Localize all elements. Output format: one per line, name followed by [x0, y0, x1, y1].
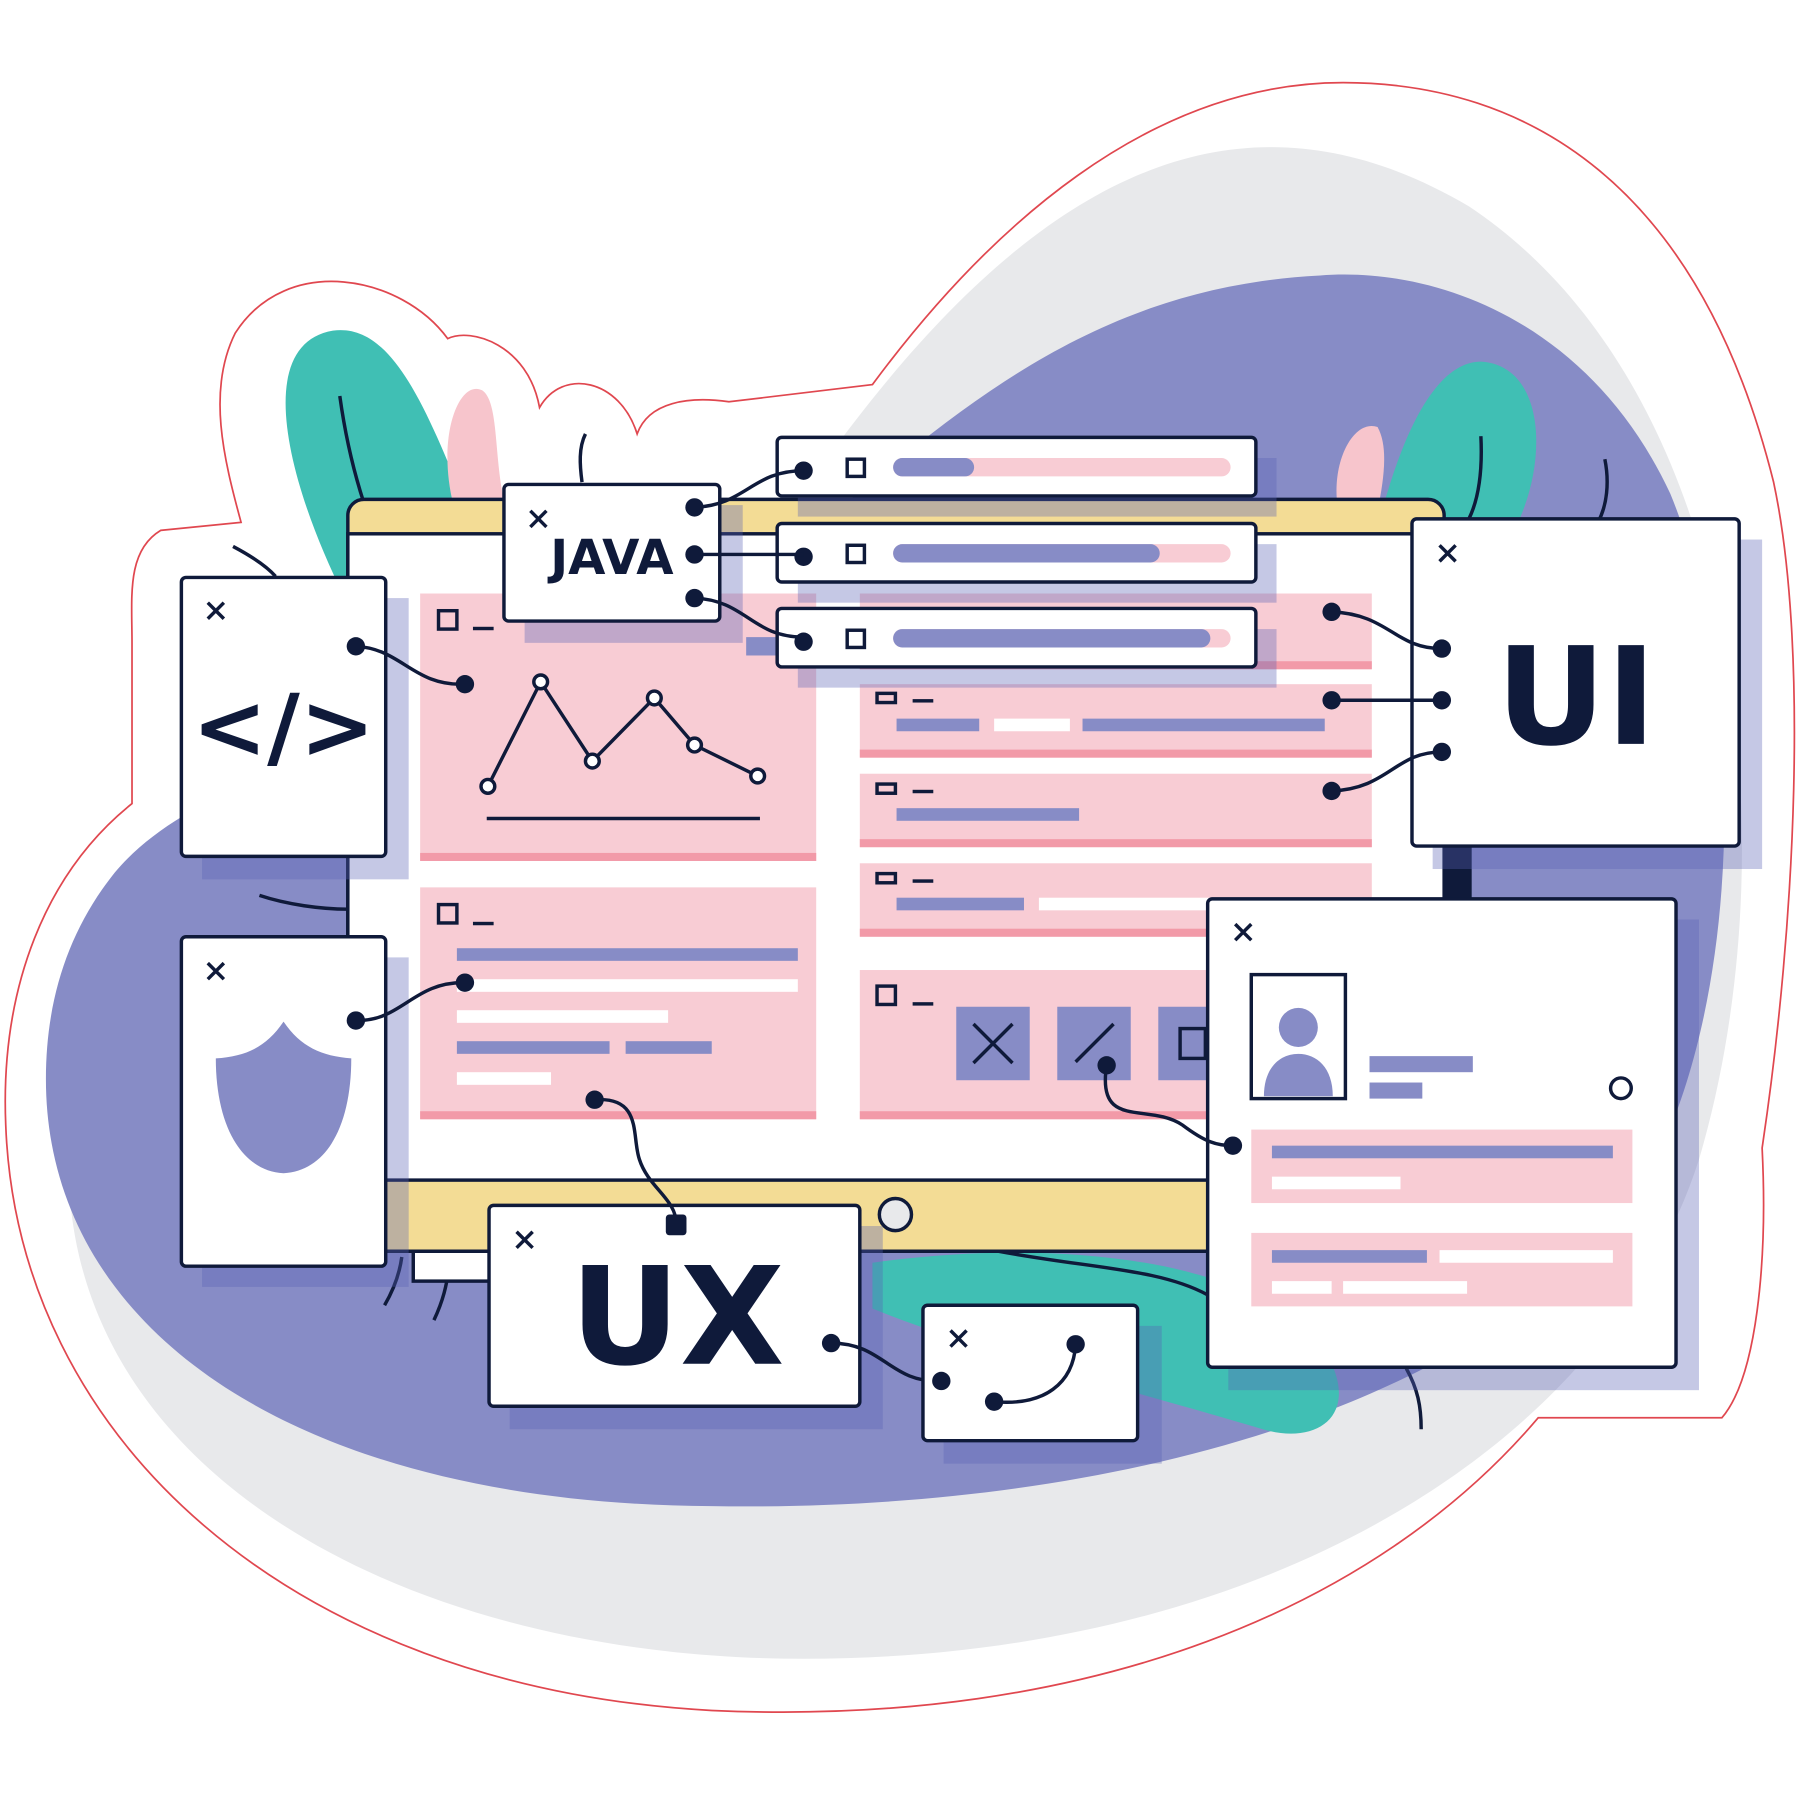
checkbox-icon — [436, 608, 459, 631]
close-icon[interactable] — [515, 1230, 534, 1250]
progress-window — [775, 606, 1277, 688]
close-icon[interactable] — [529, 509, 548, 529]
java-window: JAVA — [502, 468, 804, 643]
close-icon[interactable] — [206, 601, 226, 620]
chart-points — [479, 673, 767, 795]
pink-leaf-left — [447, 388, 506, 506]
line-chart — [486, 678, 759, 788]
curve-tool-window — [921, 1303, 1162, 1464]
close-icon[interactable] — [1233, 922, 1253, 942]
progress-fill — [893, 629, 1211, 648]
close-icon[interactable] — [206, 961, 226, 981]
bezier-curve-icon — [993, 1344, 1078, 1404]
cable — [232, 544, 277, 578]
power-button[interactable] — [877, 1196, 914, 1233]
progress-window — [775, 521, 1277, 603]
radio-button[interactable] — [1608, 1076, 1633, 1101]
cable — [258, 893, 348, 911]
checkbox-icon[interactable] — [845, 543, 867, 565]
code-window: </> — [179, 575, 475, 880]
cable — [998, 1249, 1209, 1297]
cable — [1404, 1367, 1423, 1430]
progress-fill — [893, 458, 975, 477]
ux-window: UX — [487, 1090, 942, 1430]
cable — [578, 433, 588, 483]
teal-leaf-right — [1377, 361, 1537, 529]
avatar — [1249, 972, 1348, 1101]
profile-window — [1097, 897, 1699, 1391]
checkbox-icon[interactable] — [845, 457, 867, 479]
code-symbol: </> — [192, 676, 375, 780]
pink-leaf-right — [1336, 426, 1385, 511]
progress-fill — [893, 544, 1160, 563]
edit-tool-button[interactable] — [1057, 1006, 1131, 1081]
delete-tool-button[interactable] — [956, 1006, 1030, 1081]
ui-window: UI — [1322, 517, 1763, 870]
progress-window — [775, 435, 1277, 517]
shield-icon — [215, 1021, 352, 1174]
connector-dot — [794, 547, 813, 566]
chart-panel — [420, 593, 817, 861]
ux-label: UX — [570, 1238, 784, 1396]
java-label: JAVA — [547, 530, 674, 586]
progress-track — [893, 458, 1231, 477]
close-icon[interactable] — [949, 1329, 968, 1348]
close-icon[interactable] — [1438, 544, 1457, 563]
security-window — [179, 935, 475, 1287]
text-panel — [420, 887, 817, 1120]
checkbox-icon[interactable] — [845, 628, 867, 650]
ui-label: UI — [1496, 618, 1656, 776]
progress-windows — [775, 435, 1277, 688]
